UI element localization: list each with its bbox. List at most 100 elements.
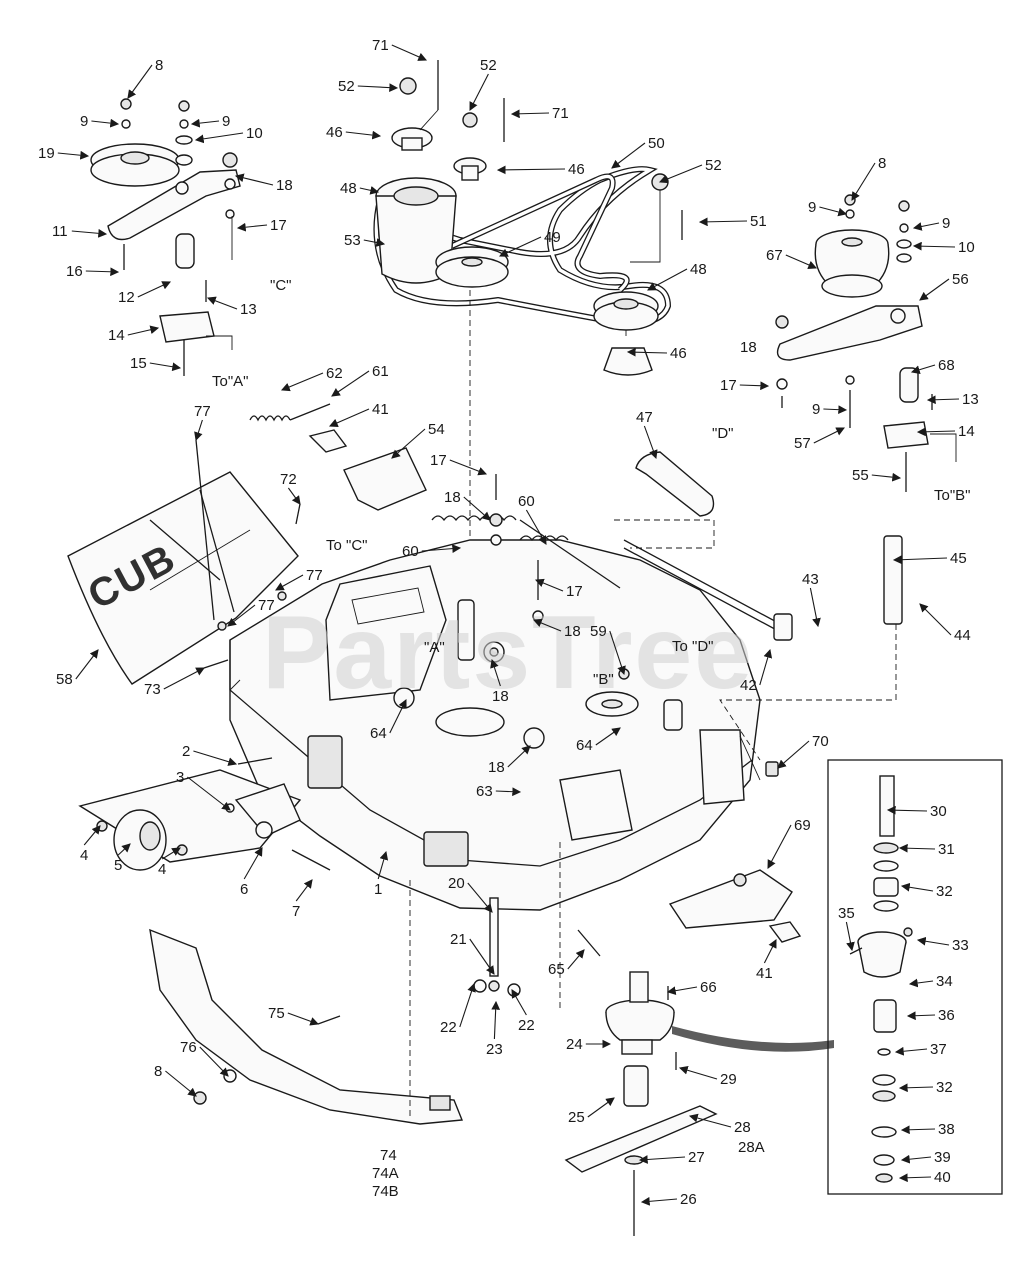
callout-label: 21 bbox=[450, 931, 467, 948]
leader-arrow bbox=[678, 1065, 718, 1080]
callout-label: 4 bbox=[80, 847, 88, 864]
leader-arrow bbox=[898, 1173, 932, 1183]
leader-arrow bbox=[898, 843, 936, 853]
leader-arrow bbox=[193, 750, 238, 766]
leader-arrow bbox=[91, 118, 120, 128]
callout-label: 46 bbox=[670, 345, 687, 362]
leader-arrow bbox=[199, 1046, 229, 1077]
leader-arrow bbox=[666, 986, 698, 996]
callout-label: 49 bbox=[544, 229, 561, 246]
leader-arrow bbox=[275, 574, 304, 591]
discharge-deflector: CUB bbox=[67, 471, 299, 685]
callout-label: 77 bbox=[194, 403, 211, 420]
callout-label: "A" bbox=[424, 639, 445, 656]
leader-arrow bbox=[149, 362, 182, 372]
callout-label: 27 bbox=[688, 1149, 705, 1166]
callout-label: 8 bbox=[155, 57, 163, 74]
callout-label: 10 bbox=[958, 239, 975, 256]
callout-label: 42 bbox=[740, 677, 757, 694]
leader-arrow bbox=[688, 1113, 732, 1128]
leader-arrow bbox=[328, 408, 370, 427]
callout-label: 64 bbox=[370, 725, 387, 742]
leader-arrow bbox=[871, 472, 902, 482]
blade-spindle-assembly bbox=[473, 897, 834, 1236]
callout-label: 30 bbox=[930, 803, 947, 820]
leader-arrow bbox=[534, 578, 564, 592]
callout-label: 71 bbox=[372, 37, 389, 54]
callout-label: 12 bbox=[118, 289, 135, 306]
leader-arrow bbox=[898, 1083, 934, 1093]
gauge-wheel-assembly bbox=[78, 757, 331, 871]
callout-label: 24 bbox=[566, 1036, 583, 1053]
callout-label: 40 bbox=[934, 1169, 951, 1186]
leader-arrow bbox=[595, 727, 621, 746]
leader-arrow bbox=[357, 83, 399, 93]
callout-label: 10 bbox=[246, 125, 263, 142]
left-idler-arm-assembly bbox=[90, 98, 241, 376]
leader-arrow bbox=[916, 427, 956, 437]
leader-arrow bbox=[906, 1011, 936, 1021]
leader-arrow bbox=[75, 649, 99, 680]
callout-label: 8 bbox=[154, 1063, 162, 1080]
leader-arrow bbox=[767, 824, 792, 869]
callout-label: 59 bbox=[590, 623, 607, 640]
callout-label: To "D" bbox=[672, 638, 714, 655]
callout-label: 13 bbox=[240, 301, 257, 318]
callout-label: 4 bbox=[158, 861, 166, 878]
callout-label: 74 bbox=[380, 1147, 397, 1164]
callout-label: "B" bbox=[593, 671, 614, 688]
leader-arrow bbox=[236, 222, 268, 232]
leader-arrow bbox=[900, 882, 934, 892]
callout-label: 72 bbox=[280, 471, 297, 488]
leader-arrow bbox=[127, 64, 153, 99]
leader-arrow bbox=[900, 1125, 936, 1135]
right-idler-arm-assembly bbox=[775, 194, 957, 492]
callout-label: 22 bbox=[518, 1017, 535, 1034]
callout-label: 41 bbox=[756, 965, 773, 982]
callout-label: 17 bbox=[566, 583, 583, 600]
callout-label: 9 bbox=[942, 215, 950, 232]
callout-label: 7 bbox=[292, 903, 300, 920]
callout-label: 28A bbox=[738, 1139, 765, 1156]
callout-label: 18 bbox=[492, 688, 509, 705]
callout-label: 32 bbox=[936, 883, 953, 900]
callout-label: 48 bbox=[690, 261, 707, 278]
leader-arrow bbox=[892, 555, 948, 565]
leader-arrow bbox=[243, 847, 263, 880]
callout-label: 13 bbox=[962, 391, 979, 408]
leader-arrow bbox=[194, 132, 244, 144]
leader-arrow bbox=[819, 206, 848, 217]
callout-label: "D" bbox=[712, 425, 733, 442]
leader-arrow bbox=[823, 405, 848, 415]
leader-arrow bbox=[491, 1000, 501, 1040]
leader-arrow bbox=[785, 254, 818, 269]
leader-arrow bbox=[912, 241, 956, 251]
leader-arrow bbox=[739, 381, 770, 391]
leader-arrow bbox=[845, 921, 855, 952]
callout-label: 64 bbox=[576, 737, 593, 754]
leader-arrow bbox=[851, 162, 876, 201]
callout-label: 1 bbox=[374, 881, 382, 898]
callout-label: 28 bbox=[734, 1119, 751, 1136]
leader-arrow bbox=[234, 173, 274, 186]
leader-arrow bbox=[287, 1012, 320, 1026]
callout-label: 14 bbox=[958, 423, 975, 440]
callout-label: 36 bbox=[938, 1007, 955, 1024]
callout-label: 63 bbox=[476, 783, 493, 800]
callout-label: 33 bbox=[952, 937, 969, 954]
callout-label: 18 bbox=[564, 623, 581, 640]
callout-label: 52 bbox=[338, 78, 355, 95]
leader-arrow bbox=[421, 544, 462, 553]
leader-arrow bbox=[626, 347, 668, 357]
callout-label: 50 bbox=[648, 135, 665, 152]
leader-arrow bbox=[916, 936, 950, 946]
callout-label: 52 bbox=[480, 57, 497, 74]
callout-label: 58 bbox=[56, 671, 73, 688]
callout-label: 74B bbox=[372, 1183, 399, 1200]
callout-label: 18 bbox=[444, 489, 461, 506]
leader-arrow bbox=[469, 938, 495, 975]
callout-label: 71 bbox=[552, 105, 569, 122]
callout-leaders bbox=[57, 44, 960, 1206]
baffle-assembly bbox=[149, 880, 463, 1125]
leader-arrow bbox=[287, 487, 301, 505]
